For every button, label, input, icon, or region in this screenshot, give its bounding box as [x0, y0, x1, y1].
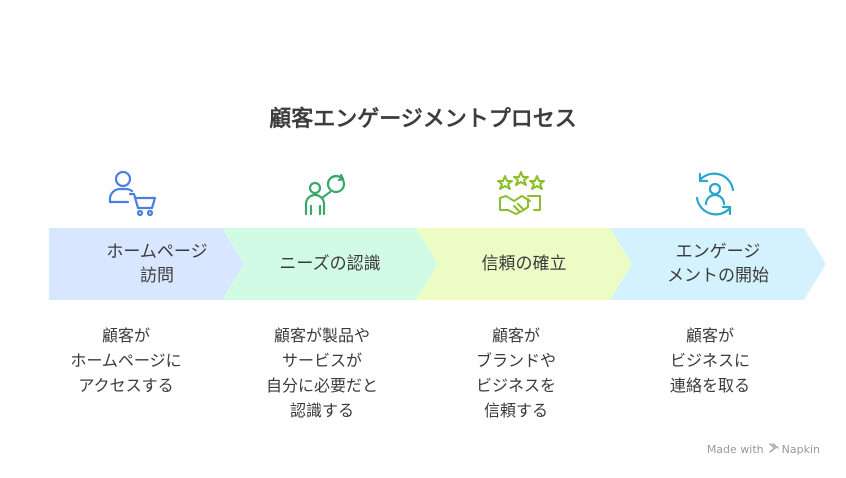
- made-with-text: Made with: [706, 443, 764, 456]
- step-4-label: エンゲージ メントの開始: [667, 242, 769, 286]
- step-3-description: 顧客が ブランドや ビジネスを 信頼する: [475, 326, 556, 420]
- page-title: 顧客エンゲージメントプロセス: [269, 107, 577, 132]
- step-1-chevron: ホームページ 訪問: [49, 228, 265, 300]
- step-1-label: ホームページ 訪問: [106, 242, 208, 286]
- step-2-chevron: ニーズの認識: [222, 228, 438, 300]
- step-4-chevron: エンゲージ メントの開始: [610, 228, 826, 300]
- person-idea-icon: [300, 168, 352, 220]
- step-3-chevron: 信頼の確立: [416, 228, 632, 300]
- stars-handshake-icon: [495, 168, 547, 220]
- step-3-label: 信頼の確立: [481, 254, 567, 274]
- user-refresh-icon: [689, 168, 741, 220]
- napkin-brand-text: Napkin: [781, 443, 820, 456]
- napkin-logo-icon: [767, 442, 779, 457]
- step-1-description: 顧客が ホームページに アクセスする: [70, 326, 182, 395]
- step-4-description: 顧客が ビジネスに 連絡を取る: [669, 326, 750, 395]
- step-2-label: ニーズの認識: [279, 254, 381, 274]
- step-2-description: 顧客が製品や サービスが 自分に必要だと 認識する: [265, 326, 378, 420]
- user-cart-icon: [106, 168, 158, 220]
- made-with-napkin[interactable]: Made with Napkin: [707, 442, 820, 457]
